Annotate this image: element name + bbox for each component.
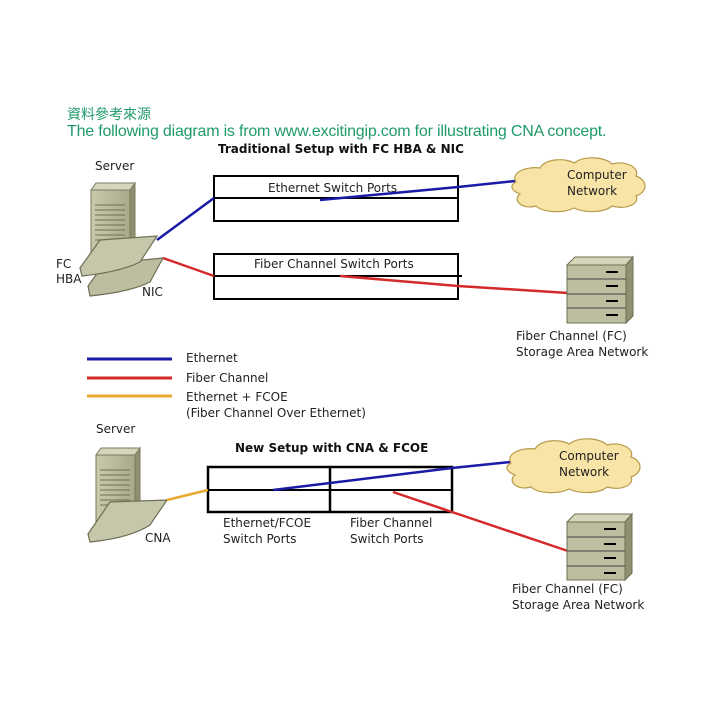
- caption-text: The following diagram is from www.exciti…: [67, 123, 607, 140]
- san-label-line2: Storage Area Network: [516, 345, 649, 359]
- cloud-label-line1: Computer: [567, 168, 627, 182]
- ethernet-link-switch-network: [319, 179, 516, 202]
- fc-hba-card-icon: [79, 235, 159, 277]
- legend-fc-label: Fiber Channel: [186, 371, 269, 385]
- nic-label: NIC: [142, 285, 163, 299]
- legend-ethernet-label: Ethernet: [186, 351, 238, 365]
- san-label-line1: Fiber Channel (FC): [516, 329, 627, 343]
- fc-hba-label-line2: HBA: [56, 272, 82, 286]
- eth-fcoe-ports-label-line1: Ethernet/FCOE: [223, 516, 312, 530]
- converged-switch-box: [206, 465, 454, 514]
- cna-card-icon: [87, 499, 169, 543]
- fc-link-server-switch: [162, 256, 215, 278]
- ethernet-link-switch-network: [272, 460, 511, 492]
- san-label-line1: Fiber Channel (FC): [512, 582, 623, 596]
- server-label: Server: [95, 159, 135, 173]
- san-storage-icon: [565, 255, 635, 325]
- server-label: Server: [96, 422, 136, 436]
- computer-network-cloud-icon: [506, 438, 641, 494]
- ethernet-switch-ports-label: Ethernet Switch Ports: [268, 181, 398, 195]
- fcoe-link-server-switch: [166, 488, 209, 502]
- cloud-label-line1: Computer: [559, 449, 619, 463]
- ethernet-link-server-switch: [156, 196, 215, 242]
- fc-ports-label-line1: Fiber Channel: [350, 516, 433, 530]
- traditional-setup-title: Traditional Setup with FC HBA & NIC: [218, 142, 464, 156]
- fc-hba-label-line1: FC: [56, 257, 72, 271]
- san-storage-icon: [565, 512, 634, 582]
- computer-network-cloud-icon: [511, 157, 646, 213]
- san-label-line2: Storage Area Network: [512, 598, 645, 612]
- legend-fcoe-label: Ethernet + FCOE: [186, 390, 288, 404]
- eth-fcoe-ports-label-line2: Switch Ports: [223, 532, 297, 546]
- fc-ports-label-line2: Switch Ports: [350, 532, 424, 546]
- cna-label: CNA: [145, 531, 171, 545]
- fc-switch-ports-label: Fiber Channel Switch Ports: [254, 257, 414, 271]
- cloud-label-line2: Network: [559, 465, 610, 479]
- fc-switch-box: [213, 253, 462, 300]
- cloud-label-line2: Network: [567, 184, 618, 198]
- source-label: 資料參考來源: [67, 107, 151, 123]
- legend-fcoe-note: (Fiber Channel Over Ethernet): [186, 406, 366, 420]
- fc-link-switch-san: [392, 490, 569, 553]
- fc-link-switch-san: [339, 274, 569, 295]
- new-setup-title: New Setup with CNA & FCOE: [235, 441, 429, 455]
